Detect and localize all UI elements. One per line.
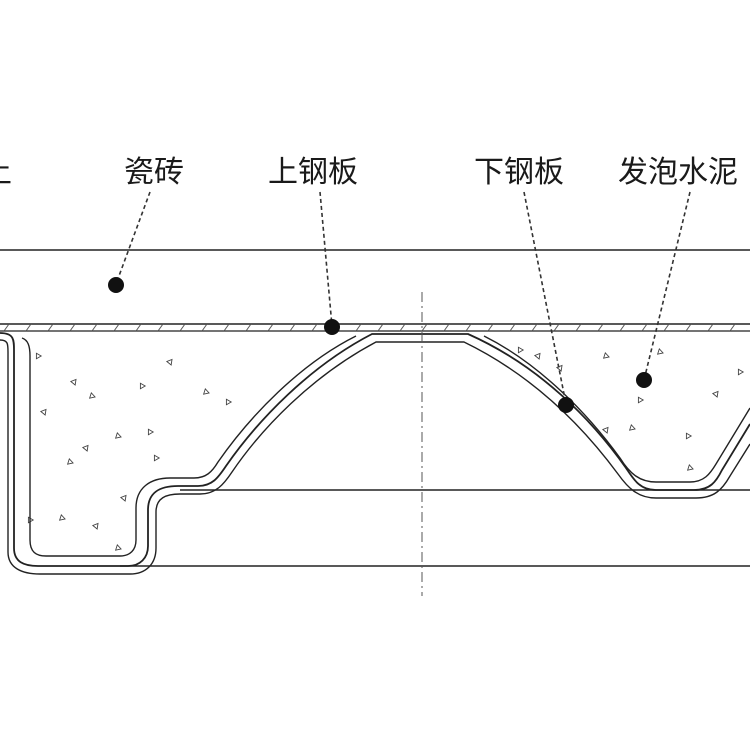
- aggregate-speck: [225, 398, 233, 406]
- aggregate-speck: [114, 431, 122, 439]
- aggregate-speck: [35, 352, 43, 360]
- label-foam: 发泡水泥: [618, 155, 738, 190]
- aggregate-speck: [147, 428, 155, 436]
- aggregate-speck: [58, 513, 66, 521]
- label-upper-steel: 上钢板: [268, 155, 358, 190]
- marker-tile: [108, 277, 124, 293]
- label-lower-steel: 下钢板: [474, 155, 564, 190]
- aggregate-speck: [601, 426, 609, 434]
- aggregate-speck: [656, 347, 664, 355]
- aggregate-speck: [165, 358, 173, 366]
- lower-steel-outer: [0, 332, 750, 567]
- aggregate-speck: [119, 494, 127, 502]
- aggregate-speck: [91, 522, 99, 530]
- aggregate-speck: [602, 351, 610, 359]
- aggregate-speck: [69, 378, 77, 386]
- aggregate-speck: [686, 463, 694, 471]
- aggregate-speck: [81, 444, 89, 452]
- label-left-clipped: 土: [0, 155, 12, 190]
- aggregate-speck: [517, 346, 525, 354]
- leader-lower-steel: [523, 191, 567, 405]
- leader-tile: [115, 191, 151, 285]
- lower-steel-inner: [0, 339, 750, 575]
- leader-upper-steel: [319, 191, 333, 327]
- marker-foam: [636, 372, 652, 388]
- aggregate-speck: [66, 457, 74, 465]
- upper-steel-hatching: [3, 323, 745, 551]
- marker-upper-steel: [324, 319, 340, 335]
- aggregate-speck: [628, 423, 636, 431]
- aggregate-speck: [153, 454, 161, 462]
- aggregate-speck: [202, 387, 210, 395]
- aggregate-speck: [88, 391, 96, 399]
- aggregate-speck: [533, 352, 541, 360]
- aggregate-speck: [637, 396, 645, 404]
- aggregate-speck: [139, 382, 147, 390]
- foam-cavity-right-wall: [483, 335, 750, 483]
- aggregate-speck: [685, 432, 693, 440]
- marker-lower-steel: [558, 397, 574, 413]
- aggregate-speck: [27, 516, 35, 524]
- aggregate-speck: [114, 543, 122, 551]
- aggregate-speck: [737, 368, 745, 376]
- aggregate-speck: [39, 408, 47, 416]
- label-tile: 瓷砖: [124, 155, 184, 190]
- aggregate-speck: [711, 390, 719, 398]
- leader-foam: [643, 191, 691, 381]
- aggregate-speck: [555, 364, 563, 372]
- foam-cavity-left-wall: [21, 335, 357, 557]
